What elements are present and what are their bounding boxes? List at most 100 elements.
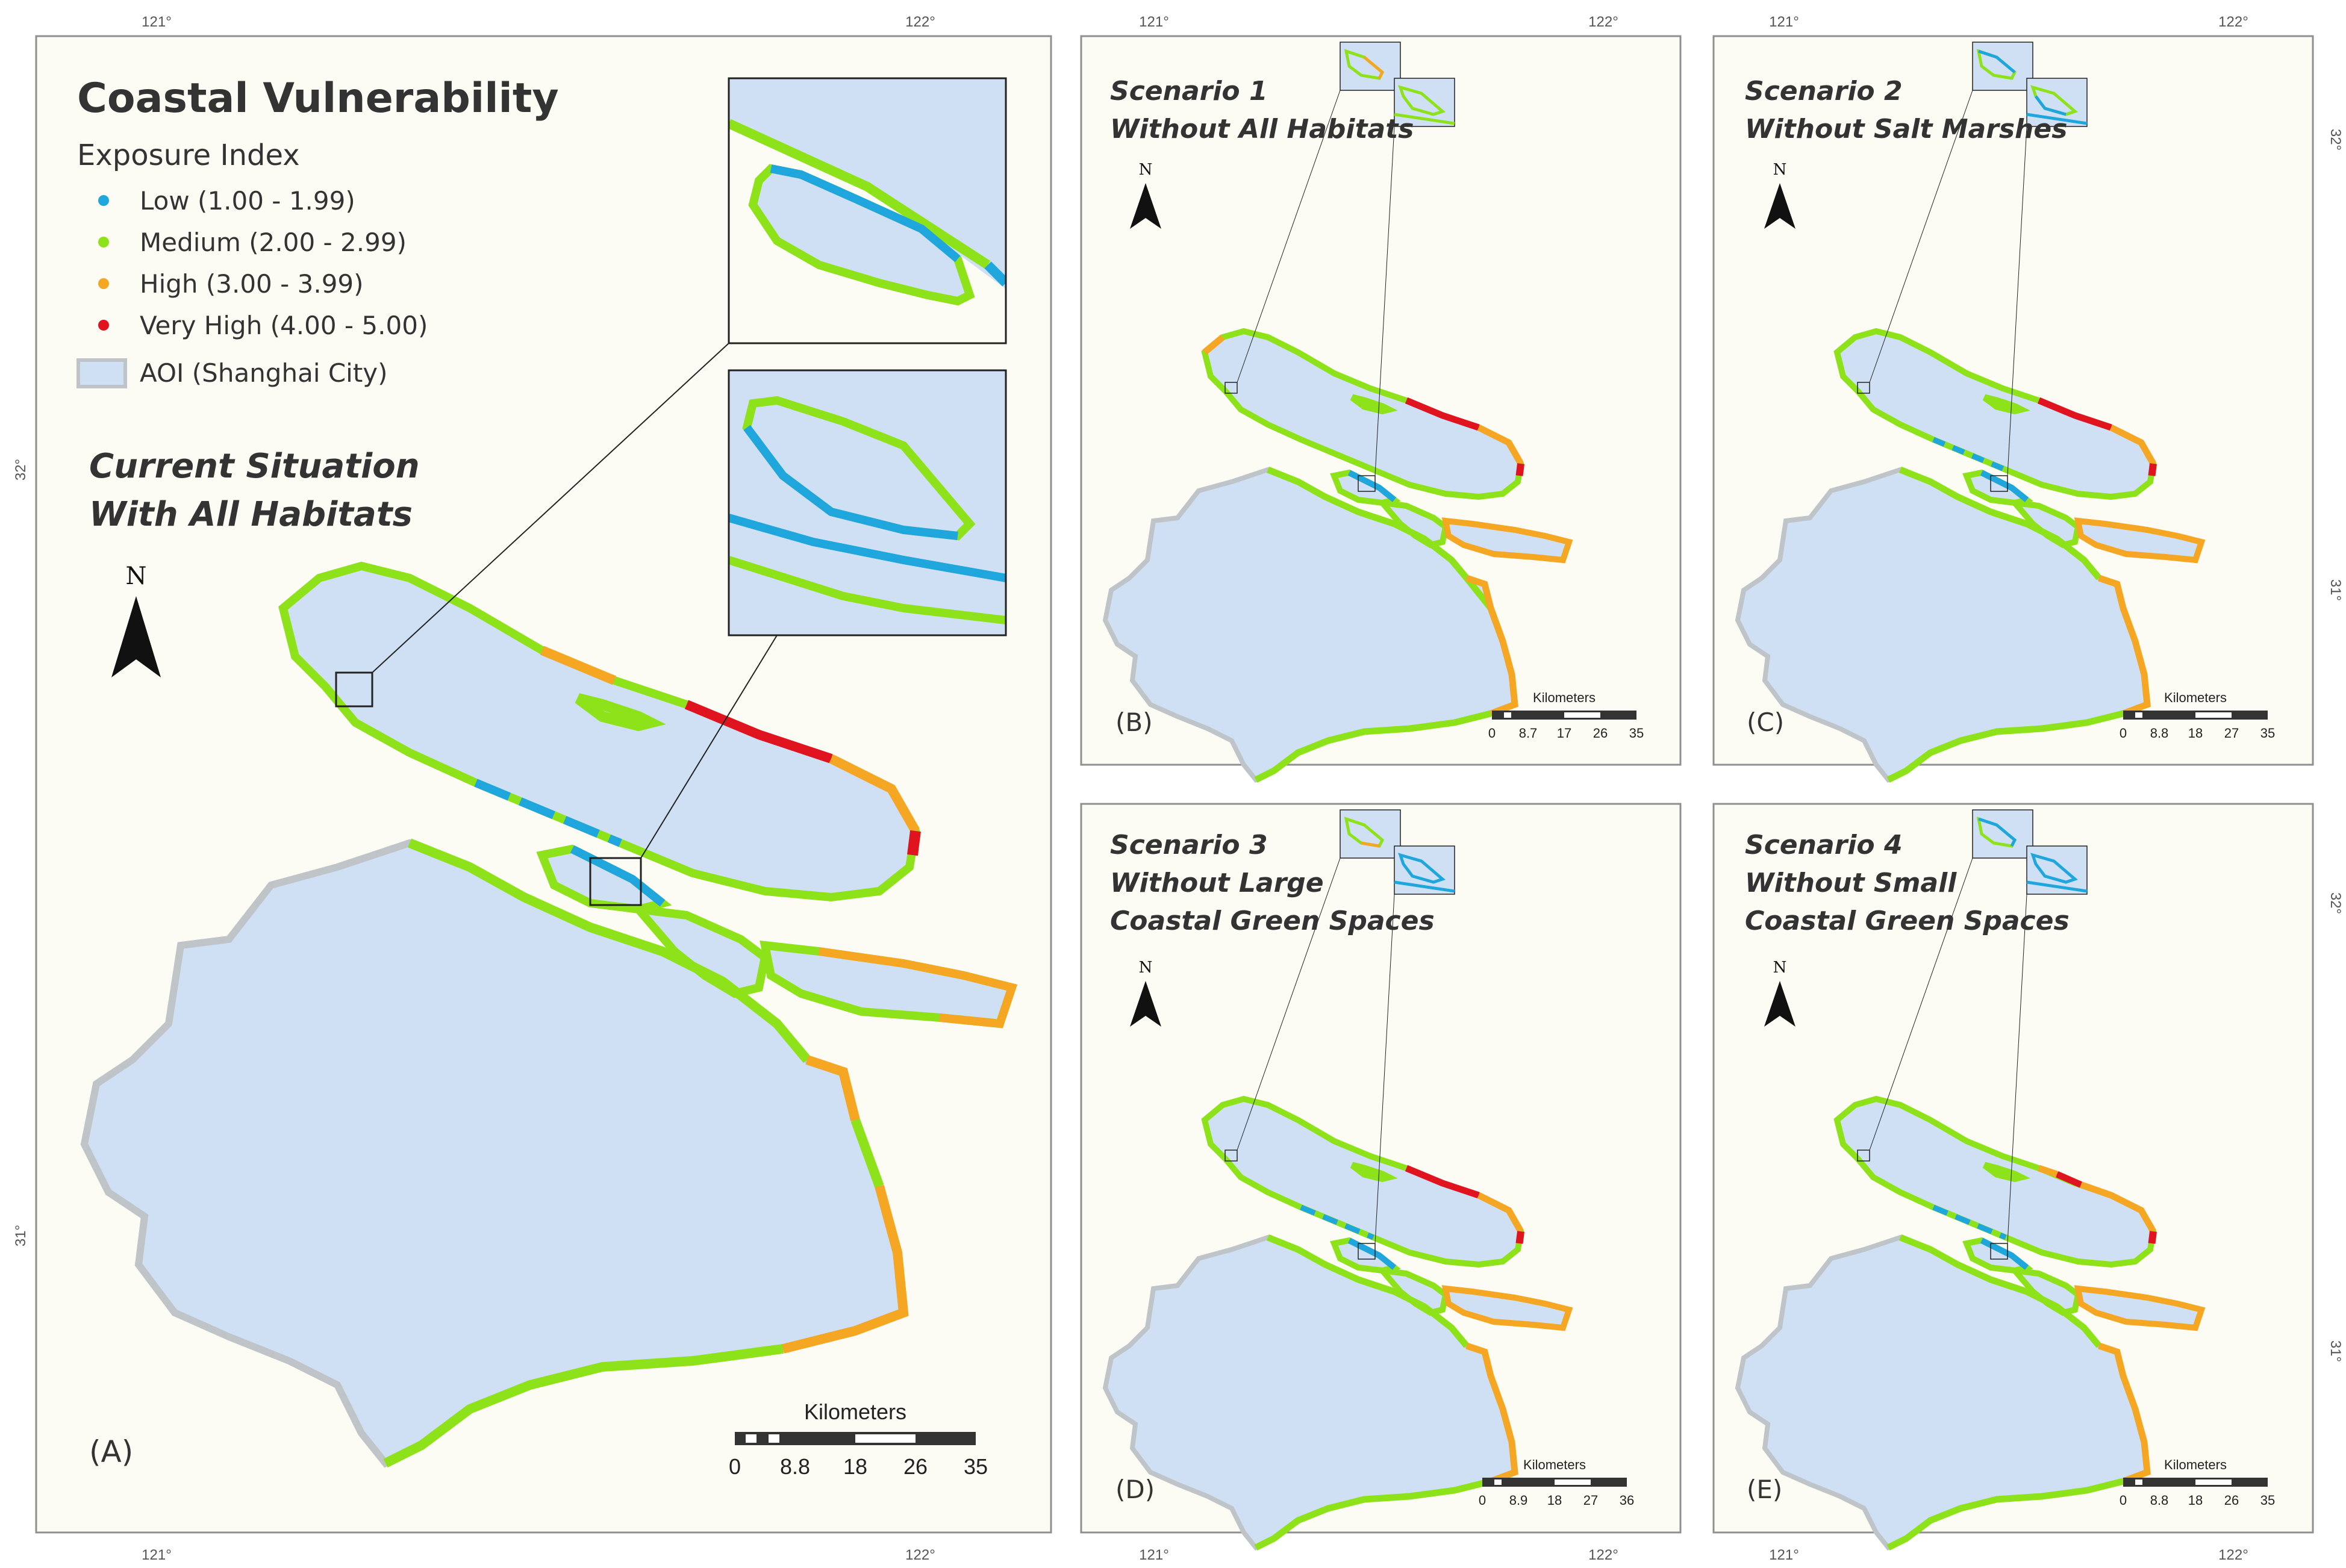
panel-b-map — [1105, 42, 1569, 783]
inset-shore-green — [729, 119, 991, 269]
panel-d-north-label: N — [1139, 959, 1153, 977]
panel-e-map — [1738, 809, 2201, 1551]
coast-segment-mainland-orange-2 — [782, 1184, 909, 1354]
panel-d: Scenario 3 Without Large Coastal Green S… — [1080, 803, 1682, 1563]
north-arrow-label: N — [126, 562, 147, 590]
coast-segment-jiuduansha-orange — [819, 947, 1018, 1028]
legend: Coastal Vulnerability Exposure Index Low… — [76, 75, 559, 388]
panel-c-scale-tick-3: 27 — [2224, 726, 2239, 741]
scale-bar-tick-4: 35 — [964, 1454, 988, 1479]
lon-label-bottom-122: 122° — [905, 1547, 935, 1563]
panel-d-title-line-3: Coastal Green Spaces — [1110, 906, 1435, 936]
legend-swatch-high — [98, 278, 109, 289]
panel-c-letter: (C) — [1747, 708, 1784, 737]
legend-swatch-aoi — [76, 358, 127, 388]
panel-b-scale-bar: Kilometers 0 8.7 17 26 35 — [1488, 690, 1644, 741]
panel-c-scale-bar: Kilometers 0 8.8 18 27 35 — [2120, 690, 2275, 741]
panel-c-scale-tick-1: 8.8 — [2150, 726, 2169, 741]
panel-d-scale-tick-0: 0 — [1479, 1493, 1486, 1508]
inset-a-1 — [728, 77, 1007, 344]
zoom-leader-2 — [640, 635, 778, 859]
legend-title: Coastal Vulnerability — [77, 75, 559, 122]
lat-label-32: 32° — [13, 459, 29, 481]
inset-a-1-frame — [728, 77, 1007, 344]
panel-d-title-line-2: Without Large — [1110, 868, 1324, 898]
panel-c-map — [1738, 42, 2201, 783]
panel-d-map — [1105, 809, 1569, 1551]
panel-e-title-line-1: Scenario 4 — [1745, 830, 1903, 860]
panel-d-lon-label-121: 121° — [1139, 1547, 1169, 1563]
panel-a: Coastal Vulnerability Exposure Index Low… — [13, 14, 1052, 1563]
panel-c-scale-tick-2: 18 — [2188, 726, 2203, 741]
legend-swatch-medium — [98, 237, 109, 247]
panel-d-scale-tick-2: 18 — [1547, 1493, 1562, 1508]
coast-segment-mainland-orange-1 — [805, 1055, 860, 1121]
panel-d-lon-label-122: 122° — [1588, 1547, 1618, 1563]
panel-d-scale-tick-1: 8.9 — [1509, 1493, 1528, 1508]
panel-e: Scenario 4 Without Small Coastal Green S… — [1712, 803, 2344, 1563]
panel-d-scale-bar: Kilometers 0 8.9 18 27 36 — [1479, 1457, 1634, 1508]
panel-d-title-line-1: Scenario 3 — [1110, 830, 1268, 860]
panel-a-title-line-1: Current Situation — [89, 447, 420, 486]
panel-c-lat-label-31: 31° — [2327, 579, 2344, 601]
panel-d-letter: (D) — [1115, 1475, 1155, 1504]
panel-b-letter: (B) — [1115, 708, 1153, 737]
lon-label-bottom-121: 121° — [142, 1547, 172, 1563]
panel-e-scale-tick-1: 8.8 — [2150, 1493, 2169, 1508]
zoom-box-2 — [589, 857, 642, 906]
coast-segment-chongming-orange-2 — [540, 646, 617, 685]
panel-c-scale-tick-0: 0 — [2120, 726, 2127, 741]
inset-island-blue — [770, 164, 961, 263]
panel-e-title-line-2: Without Small — [1745, 868, 1957, 898]
panel-e-scale-tick-4: 35 — [2260, 1493, 2275, 1508]
north-arrow-icon — [111, 596, 161, 677]
panel-e-north-label: N — [1773, 959, 1787, 977]
panel-e-letter: (E) — [1747, 1475, 1782, 1504]
panel-b-scale-tick-2: 17 — [1557, 726, 1571, 741]
panel-d-scale-unit: Kilometers — [1523, 1457, 1586, 1472]
panel-c-lon-label-121: 121° — [1769, 14, 1799, 30]
panel-b-north-arrow-icon — [1130, 183, 1161, 229]
scale-bar-tick-2: 18 — [843, 1454, 867, 1479]
north-arrow: N — [111, 562, 161, 677]
panel-e-scale-unit: Kilometers — [2164, 1457, 2227, 1472]
panel-c: Scenario 2 Without Salt Marshes N (C) Ki… — [1712, 14, 2344, 783]
panel-b-scale-tick-4: 35 — [1629, 726, 1644, 741]
panel-c-scale-tick-4: 35 — [2260, 726, 2275, 741]
panel-e-scale-bar: Kilometers 0 8.8 18 26 35 — [2120, 1457, 2275, 1508]
coast-segment-chongming-orange — [829, 754, 920, 833]
panel-e-lon-label-122: 122° — [2218, 1547, 2248, 1563]
coast-segment-chongming-blue — [474, 779, 622, 847]
lon-label-top-122: 122° — [905, 14, 935, 30]
panel-e-lon-label-121: 121° — [1769, 1547, 1799, 1563]
scale-bar-tick-0: 0 — [729, 1454, 741, 1479]
coast-segment-mainland-green — [408, 838, 811, 1063]
coast-segment-chongming-red — [684, 700, 833, 764]
panel-e-lat-label-32: 32° — [2327, 892, 2344, 914]
coast-segment-changxing-blue — [570, 845, 666, 907]
panel-a-letter: (A) — [89, 1434, 133, 1469]
coast-segment-mainland-green-2 — [850, 1118, 884, 1188]
legend-label-very-high: Very High (4.00 - 5.00) — [140, 311, 428, 340]
panel-c-north-arrow-icon — [1764, 183, 1795, 229]
panel-e-scale-tick-2: 18 — [2188, 1493, 2203, 1508]
legend-label-high: High (3.00 - 3.99) — [140, 269, 364, 299]
inset-channel-blue — [729, 514, 1006, 582]
panel-e-scale-tick-0: 0 — [2120, 1493, 2127, 1508]
coast-segment-chongming-red-tip — [907, 830, 921, 856]
panel-d-scale-tick-3: 27 — [1583, 1493, 1598, 1508]
panel-d-north-arrow-icon — [1130, 981, 1161, 1027]
inset-island-2-blue — [743, 425, 958, 540]
panel-b-north-label: N — [1139, 161, 1153, 179]
lon-label-top-121: 121° — [142, 14, 172, 30]
legend-swatch-very-high — [98, 320, 109, 331]
panel-a-title-line-2: With All Habitats — [89, 495, 413, 534]
legend-label-aoi: AOI (Shanghai City) — [140, 358, 388, 388]
panel-b-lon-label-121: 121° — [1139, 14, 1169, 30]
lat-label-31: 31° — [13, 1225, 29, 1246]
panel-b-scale-tick-0: 0 — [1488, 726, 1496, 741]
coast-segment-mainland-green-3 — [383, 1344, 784, 1468]
panel-d-scale-tick-4: 36 — [1620, 1493, 1634, 1508]
inset-shore-green-2 — [729, 556, 1006, 624]
scale-bar: Kilometers 0 8.8 18 26 35 — [729, 1399, 988, 1479]
